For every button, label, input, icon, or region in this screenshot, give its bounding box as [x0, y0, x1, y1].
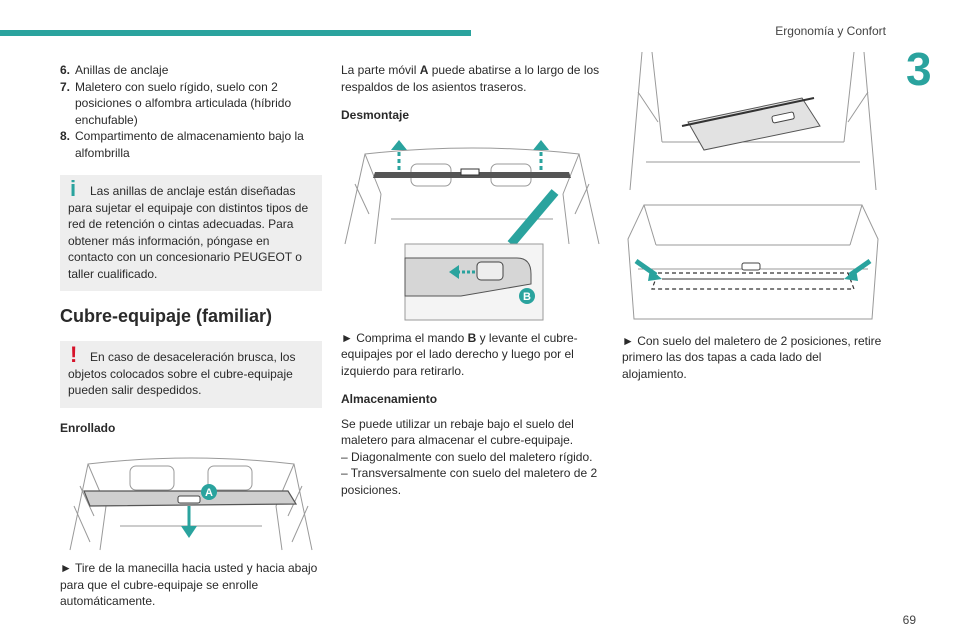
subsection-title-enrollado: Enrollado	[60, 420, 116, 435]
column-2: La parte móvil A puede abatirse a lo lar…	[341, 62, 603, 498]
enrollado-text: ► Tire de la manecilla hacia usted y hac…	[60, 561, 318, 608]
header-title: Ergonomía y Confort	[775, 24, 886, 38]
warning-note: ! En caso de desaceleración brusca, los …	[60, 341, 322, 408]
chapter-number: 3	[906, 43, 932, 95]
list-item: 6.Anillas de anclaje	[60, 63, 169, 77]
intro-text: La parte móvil A puede abatirse a lo lar…	[341, 63, 600, 94]
info-note: i Las anillas de anclaje están diseñadas…	[60, 175, 322, 291]
bullet-item: – Diagonalmente con suelo del maletero r…	[341, 449, 593, 464]
header-accent-bar	[0, 30, 471, 36]
storage-diagonal-illustration	[629, 51, 877, 191]
subsection-title-desmontaje: Desmontaje	[341, 108, 410, 122]
callout-a: A	[205, 487, 213, 499]
subsection-title-almacenamiento: Almacenamiento	[341, 392, 438, 406]
warning-icon: !	[70, 342, 78, 367]
cargo-cover-rolled-illustration: A	[69, 457, 313, 551]
almacenamiento-text: Se puede utilizar un rebaje bajo el suel…	[341, 416, 574, 448]
info-icon: i	[70, 176, 77, 201]
section-title: Cubre-equipaje (familiar)	[60, 306, 273, 326]
bullet-item: – Transversalmente con suelo del maleter…	[341, 466, 598, 497]
storage-transverse-illustration	[627, 204, 879, 319]
desmontaje-text: ► Comprima el mando B y levante el cubre…	[341, 330, 578, 378]
list-item: 8.Compartimento de almacenamiento bajo l…	[60, 129, 304, 160]
list-item: 7.Maletero con suelo rígido, suelo con 2…	[60, 79, 292, 127]
callout-b: B	[523, 291, 531, 303]
column-3: ► Con suelo del maletero de 2 posiciones…	[622, 51, 884, 382]
cargo-cover-removal-illustration: B	[344, 139, 600, 320]
col3-text: ► Con suelo del maletero de 2 posiciones…	[622, 333, 882, 381]
column-1: 6.Anillas de anclaje 7.Maletero con suel…	[60, 62, 322, 610]
page-number: 69	[902, 613, 916, 627]
numbered-list: 6.Anillas de anclaje 7.Maletero con suel…	[60, 62, 322, 161]
